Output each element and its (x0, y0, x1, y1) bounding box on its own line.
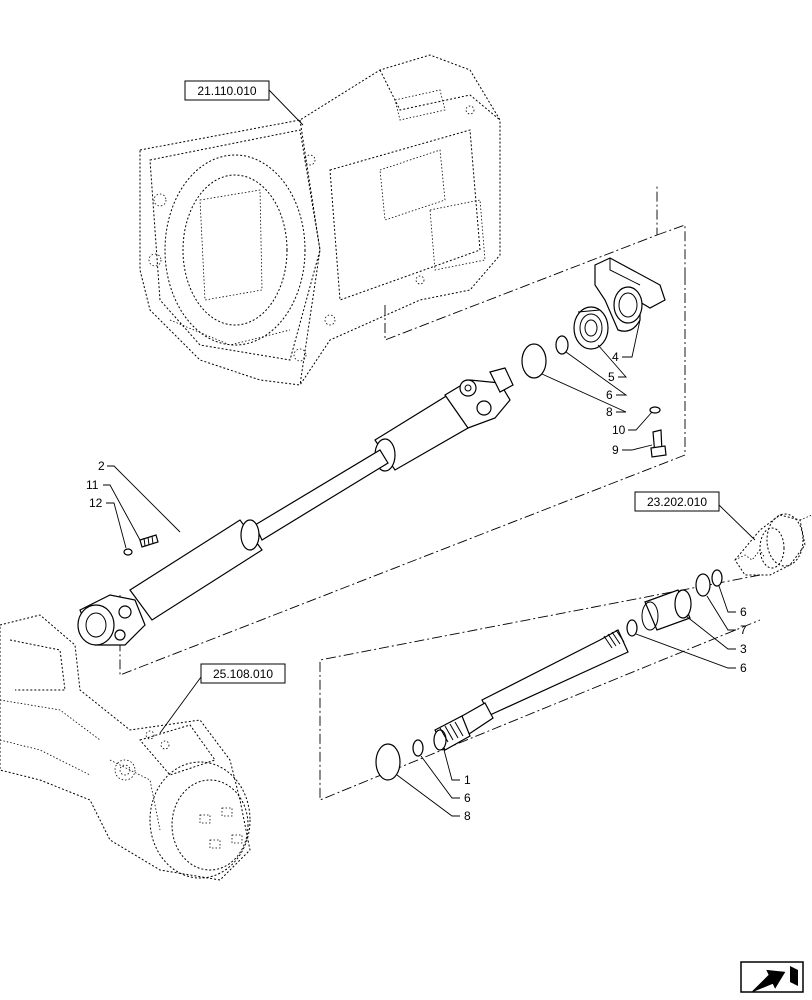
callout-11: 11 (86, 478, 99, 492)
callout-8a: 8 (606, 405, 613, 419)
leader-1 (443, 749, 460, 781)
ref-transmission[interactable]: 21.110.010 (184, 80, 304, 126)
leader-7 (706, 595, 736, 631)
callout-9: 9 (612, 443, 619, 457)
snap-ring-sleeve (626, 619, 638, 637)
grease-washer (123, 548, 133, 556)
callout-4: 4 (612, 350, 619, 364)
pto-shaft (433, 629, 629, 751)
circlip-lower (375, 743, 401, 781)
callout-7: 7 (740, 623, 747, 637)
callout-3: 3 (740, 642, 747, 656)
leader-8a (541, 373, 627, 413)
ref-pto-gear-label: 23.202.010 (647, 495, 707, 509)
callout-6c: 6 (740, 661, 747, 675)
previous-page-arrow-icon[interactable] (740, 961, 804, 997)
leader-6c (635, 633, 736, 669)
transmission-housing (139, 54, 501, 386)
lower-group-frame (319, 574, 761, 801)
ref-pto-gear-box (634, 491, 720, 512)
ref-front-axle-leader (159, 676, 202, 734)
ref-pto-gear-leader (718, 504, 756, 541)
bolt (650, 429, 667, 458)
callout-8b: 8 (464, 809, 471, 823)
leader-12 (106, 502, 127, 549)
ref-front-axle[interactable]: 25.108.010 (159, 663, 286, 734)
leader-6b (718, 585, 736, 613)
snap-ring-pto (711, 569, 723, 587)
upper-group-frame (384, 185, 686, 341)
leader-3 (685, 615, 736, 650)
circlip-upper (521, 343, 547, 379)
callout-5: 5 (608, 370, 615, 384)
callout-10: 10 (612, 423, 626, 437)
snap-ring-lower (412, 739, 424, 757)
leader-4 (622, 319, 641, 358)
callout-6d: 6 (464, 791, 471, 805)
drive-shaft-assembly (77, 367, 514, 646)
ref-front-axle-label: 25.108.010 (213, 667, 273, 681)
ball-bearing (573, 306, 609, 350)
grease-screw (139, 534, 159, 548)
leader-5 (597, 344, 627, 378)
leader-8b (396, 774, 460, 817)
callout-6b: 6 (740, 605, 747, 619)
coupling-sleeve (641, 589, 692, 631)
callouts: 4 5 6 8 10 9 2 11 12 6 7 3 6 (86, 319, 747, 823)
callout-6a: 6 (606, 388, 613, 402)
front-axle-housing (0, 614, 251, 881)
nav-icon-arrow (752, 969, 786, 992)
leader-10 (628, 411, 653, 431)
upper-group-frame-lower (119, 275, 686, 676)
leader-6d (420, 755, 460, 799)
pto-gear-assembly (734, 513, 812, 576)
ref-front-axle-box (200, 663, 286, 684)
leader-6a (565, 351, 628, 396)
washer (649, 406, 661, 414)
ref-pto-gear[interactable]: 23.202.010 (634, 491, 756, 541)
leader-11 (103, 484, 141, 541)
callout-1: 1 (464, 773, 471, 787)
ref-transmission-leader (268, 89, 304, 126)
circlip-pto (695, 573, 711, 597)
leader-2 (107, 465, 181, 533)
nav-icon-page (790, 966, 798, 986)
snap-ring-upper (555, 335, 569, 355)
ref-transmission-label: 21.110.010 (197, 84, 256, 98)
callout-12: 12 (89, 496, 103, 510)
bearing-support (594, 257, 666, 332)
leader-9 (622, 444, 653, 451)
callout-2: 2 (98, 459, 105, 473)
